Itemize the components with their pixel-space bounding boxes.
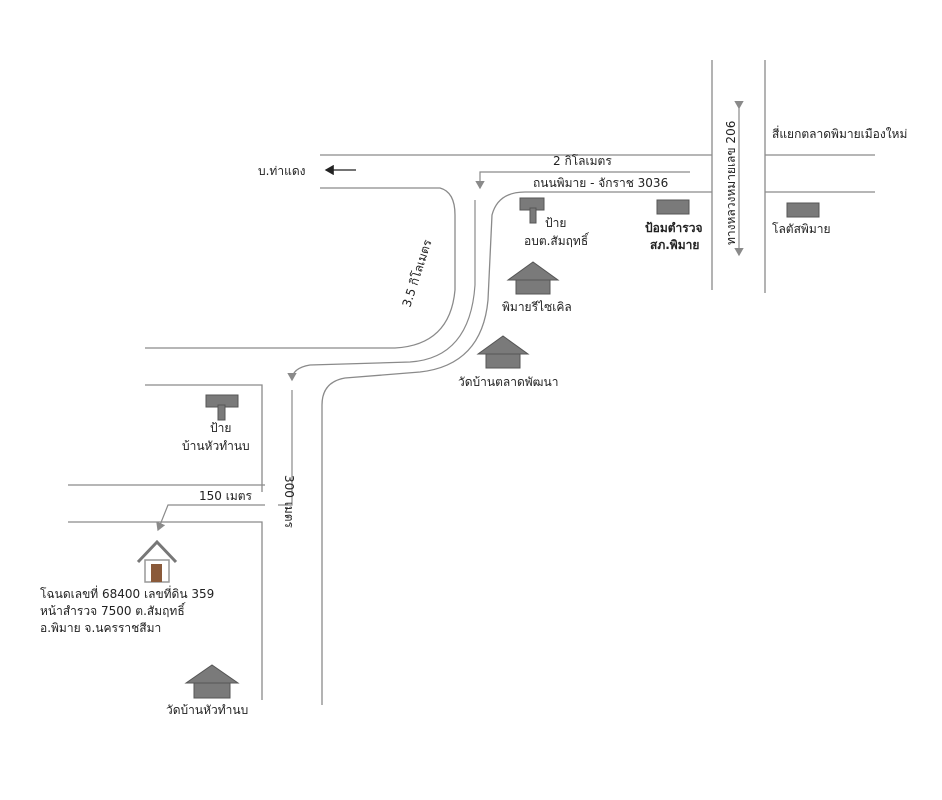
sign-huatanob-icon — [205, 394, 239, 421]
label-2km: 2 กิโลเมตร — [553, 154, 612, 168]
roads — [68, 60, 875, 705]
route-arrows — [156, 100, 744, 532]
label-police-1: ป้อมตำรวจ — [645, 221, 702, 235]
label-150m: 150 เมตร — [199, 489, 253, 503]
police-box-icon — [656, 199, 690, 215]
label-wat-talat: วัดบ้านตลาดพัฒนา — [458, 375, 558, 389]
arrow-3-5km — [287, 200, 476, 382]
label-highway-206: ทางหลวงหมายเลข 206 — [724, 121, 738, 245]
label-sign-huatanob-2: บ้านหัวทำนบ — [182, 439, 250, 453]
label-police-2: สภ.พิมาย — [650, 238, 699, 252]
label-recycle: พิมายรีไซเคิล — [502, 300, 572, 314]
arrow-2km — [475, 171, 690, 190]
road-huatanob-lower — [68, 521, 263, 700]
label-sign-obt-2: อบต.สัมฤทธิ์ — [524, 232, 590, 248]
label-deed-line3: อ.พิมาย จ.นครราชสีมา — [40, 621, 161, 635]
recycle-building-icon — [506, 261, 560, 295]
label-deed-line1: โฉนดเลขที่ 68400 เลขที่ดิน 359 — [40, 585, 214, 601]
road-huatanob-upper — [145, 384, 263, 492]
label-sign-obt-1: ป้าย — [545, 216, 566, 230]
house-icon — [136, 539, 178, 583]
label-wat-huatanob: วัดบ้านหัวทำนบ — [166, 703, 248, 717]
arrow-150m — [156, 504, 265, 532]
label-road-3036: ถนนพิมาย - จักราช 3036 — [533, 176, 668, 190]
label-3-5km: 3.5 กิโลเมตร — [400, 237, 435, 309]
label-300m: 300 เมตร — [282, 475, 296, 529]
label-ban-tha-daeng: บ.ท่าแดง — [258, 164, 305, 178]
arrow-300m — [278, 390, 293, 506]
temple-icon — [476, 335, 530, 369]
label-lotus: โลตัสพิมาย — [772, 222, 831, 236]
label-junction-market: สี่แยกตลาดพิมายเมืองใหม่ — [772, 125, 907, 141]
label-deed-line2: หน้าสำรวจ 7500 ต.สัมฤทธิ์ — [40, 602, 186, 618]
store-icon — [786, 202, 820, 218]
road-west-edge-outer — [145, 187, 456, 349]
sign-icon — [519, 197, 545, 224]
label-sign-huatanob-1: ป้าย — [210, 421, 231, 435]
temple-huatanob-icon — [184, 664, 240, 699]
road-3036-lower-edge — [321, 191, 712, 705]
